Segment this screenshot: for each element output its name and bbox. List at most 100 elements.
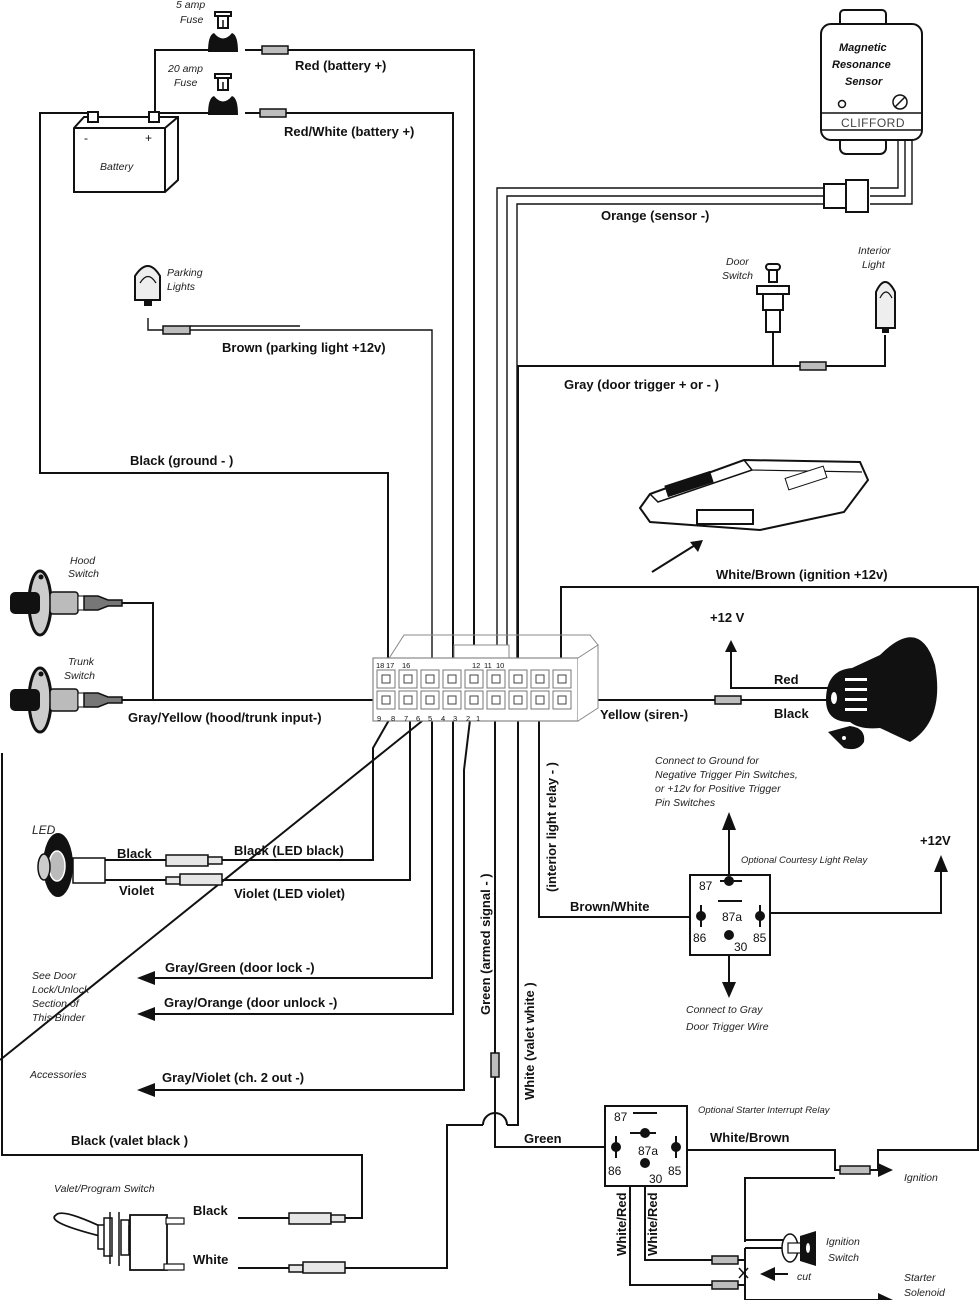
connector-led-black bbox=[165, 854, 209, 867]
wire-orange-2 bbox=[506, 140, 906, 660]
label-brown: Brown (parking light +12v) bbox=[222, 340, 386, 355]
wire-green bbox=[494, 720, 615, 1148]
wire-orange-3 bbox=[516, 140, 913, 660]
connector-sensor-a bbox=[823, 183, 847, 209]
led-label: LED bbox=[32, 823, 56, 837]
harness-pin-socket bbox=[557, 674, 567, 684]
remote-transmitter bbox=[638, 458, 870, 573]
label-interior-relay: (interior light relay - ) bbox=[544, 762, 559, 892]
svg-text:Negative Trigger Pin Switches,: Negative Trigger Pin Switches, bbox=[655, 769, 798, 781]
connector-yellow bbox=[714, 695, 742, 705]
ignition-label: Ignition bbox=[904, 1172, 938, 1184]
harness-pin-socket bbox=[403, 695, 413, 705]
fuse-5amp: 5 amp Fuse bbox=[176, 0, 238, 52]
courtesy-up-arrow bbox=[722, 812, 736, 830]
svg-text:Section of: Section of bbox=[32, 998, 80, 1010]
label-gray-orange: Gray/Orange (door unlock -) bbox=[164, 995, 337, 1010]
wire-red-white bbox=[155, 112, 454, 660]
pin-label-11: 11 bbox=[484, 661, 492, 670]
arrow-head bbox=[690, 540, 703, 552]
connector-red bbox=[261, 45, 289, 55]
pin-label-1: 1 bbox=[476, 714, 480, 723]
harness-pin-socket bbox=[535, 674, 545, 684]
connector-valet-white bbox=[302, 1261, 346, 1274]
left-arrows bbox=[137, 971, 155, 1097]
wire-gray-violet bbox=[150, 719, 471, 1091]
wire-white-red-2 bbox=[644, 1165, 745, 1261]
pin-label-17: 17 bbox=[386, 661, 394, 670]
harness-pin-socket bbox=[381, 695, 391, 705]
harness-pin-socket bbox=[469, 695, 479, 705]
door-switch: Door Switch bbox=[722, 256, 790, 333]
connector-sensor-b bbox=[845, 179, 869, 213]
starter-solenoid-sublabel: Solenoid bbox=[904, 1287, 946, 1299]
led-violet-wire-label: Violet bbox=[119, 883, 155, 898]
cut-arrow bbox=[760, 1267, 775, 1281]
sensor-label-2: Resonance bbox=[832, 59, 891, 71]
label-black-ground: Black (ground - ) bbox=[130, 453, 233, 468]
harness-cells bbox=[376, 669, 572, 710]
parking-lights-sublabel: Lights bbox=[167, 281, 196, 293]
fuse-5amp-label: 5 amp bbox=[176, 0, 205, 11]
siren-red-label: Red bbox=[774, 672, 799, 687]
harness-pin-socket bbox=[513, 695, 523, 705]
harness-pin-socket bbox=[557, 695, 567, 705]
harness-connector: 18 17 16 12 11 10 9 8 7 6 5 4 3 2 1 bbox=[372, 634, 599, 723]
ignition-arrow bbox=[878, 1163, 893, 1177]
wire-gray-orange bbox=[150, 720, 454, 1015]
fuse-20amp: 20 amp Fuse bbox=[167, 63, 238, 115]
led-indicator: LED Black Violet bbox=[32, 823, 155, 898]
starter-solenoid-label: Starter bbox=[904, 1272, 936, 1284]
parking-lights-label: Parking bbox=[167, 267, 203, 279]
connector-gray bbox=[799, 361, 827, 371]
svg-text:85: 85 bbox=[753, 931, 767, 945]
harness-pin-socket bbox=[491, 674, 501, 684]
white-red-label-1: White/Red bbox=[614, 1192, 629, 1256]
connector-green bbox=[490, 1052, 500, 1078]
arrow-door-unlock bbox=[137, 1007, 155, 1021]
valet-white-wire-label: White bbox=[193, 1252, 228, 1267]
siren: +12 V Red Black bbox=[710, 610, 938, 750]
starter-interrupt-relay: 87 87a 86 85 30 Optional Starter Interru… bbox=[524, 1105, 946, 1300]
courtesy-12v-label: +12V bbox=[920, 833, 951, 848]
accessories-note: Accessories bbox=[29, 1069, 87, 1081]
wire-black-ground bbox=[39, 112, 389, 660]
cut-label: cut bbox=[797, 1271, 812, 1283]
connector-led-violet-tip bbox=[165, 876, 181, 885]
battery: - + Battery bbox=[73, 111, 179, 193]
label-gray-violet: Gray/Violet (ch. 2 out -) bbox=[162, 1070, 304, 1085]
connector-valet-black-tip bbox=[330, 1214, 346, 1223]
white-red-label-2: White/Red bbox=[645, 1192, 660, 1256]
pin-label-16: 16 bbox=[402, 661, 410, 670]
label-black-valet: Black (valet black ) bbox=[71, 1133, 188, 1148]
svg-text:87a: 87a bbox=[722, 910, 742, 924]
wire-black-valet bbox=[0, 659, 499, 1219]
pin-label-4: 4 bbox=[441, 714, 445, 723]
battery-pos-terminal bbox=[148, 111, 160, 123]
fuse-20amp-sublabel: Fuse bbox=[174, 77, 198, 89]
svg-text:Lock/Unlock: Lock/Unlock bbox=[32, 984, 90, 996]
label-black-led: Black (LED black) bbox=[234, 843, 344, 858]
cut-mark bbox=[738, 1267, 749, 1279]
magnetic-resonance-sensor: Magnetic Resonance Sensor CLIFFORD bbox=[820, 9, 923, 155]
wire-gray-yellow bbox=[122, 602, 380, 701]
svg-text:86: 86 bbox=[608, 1164, 622, 1178]
valet-black-wire-label: Black bbox=[193, 1203, 228, 1218]
wire-crossover bbox=[482, 1112, 508, 1126]
interior-light-bulb: Interior Light bbox=[858, 245, 896, 333]
wire-white bbox=[238, 720, 519, 1269]
harness-pin-socket bbox=[491, 695, 501, 705]
harness-pin-socket bbox=[447, 695, 457, 705]
trunk-switch: Trunk Switch bbox=[10, 656, 123, 734]
connector-led-violet bbox=[179, 873, 223, 886]
door-lock-note: See Door Lock/Unlock Section of This Bin… bbox=[32, 970, 90, 1024]
pin-label-9: 9 bbox=[377, 714, 381, 723]
wire-black-led bbox=[104, 679, 413, 861]
battery-neg-label: - bbox=[84, 131, 88, 145]
label-white: White (valet white ) bbox=[522, 982, 537, 1100]
svg-text:This Binder: This Binder bbox=[32, 1012, 86, 1024]
connector-brown bbox=[162, 325, 191, 335]
wire-interior-relay bbox=[538, 720, 692, 918]
connector-red-white bbox=[259, 108, 287, 118]
label-gray-green: Gray/Green (door lock -) bbox=[165, 960, 315, 975]
